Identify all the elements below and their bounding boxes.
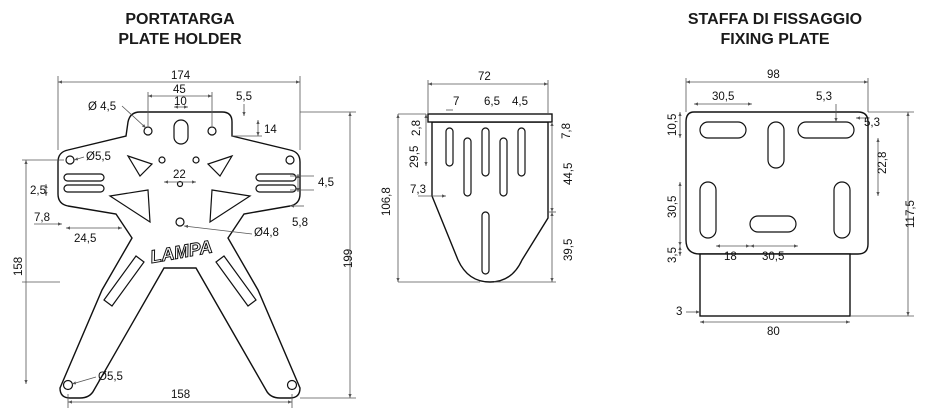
dim-3: 3	[676, 306, 682, 318]
dim-4-5-slot: 4,5	[318, 177, 334, 189]
center-hole	[175, 217, 185, 227]
side-hole-left	[65, 155, 75, 165]
top-right-slot	[797, 121, 855, 139]
plate-holder-title-it: PORTATARGA	[125, 11, 235, 28]
fixing-plate-outline	[685, 111, 869, 255]
side-slot-left-1	[63, 173, 105, 182]
fixing-plate-title-en: FIXING PLATE	[720, 31, 830, 48]
dim-5-3-top: 5,3	[816, 91, 832, 103]
dim-7: 7	[453, 96, 459, 108]
left-vertical-slot	[699, 181, 717, 239]
dim-29-5: 29,5	[409, 146, 421, 168]
dim-18: 18	[724, 251, 737, 263]
side-view-drawing: 72 7 6,5 4,5 2,8 29,5 106,8 7,3 7,8 44,5…	[381, 71, 575, 283]
dim-30-5-bottom: 30,5	[762, 251, 784, 263]
dim-7-8-side: 7,8	[561, 123, 573, 139]
dim-d5-5-foot: Ø5,5	[98, 371, 123, 383]
dim-45: 45	[173, 84, 186, 96]
dim-80: 80	[767, 326, 780, 338]
leg-slot-left	[103, 255, 145, 307]
dim-44-5: 44,5	[563, 163, 575, 185]
upper-triangle-left	[126, 154, 154, 177]
lower-cutout-right	[209, 189, 252, 224]
dim-7-8: 7,8	[34, 212, 50, 224]
dim-7-3: 7,3	[410, 184, 426, 196]
dim-6-5: 6,5	[484, 96, 500, 108]
dim-72: 72	[478, 71, 491, 83]
dim-10: 10	[174, 96, 187, 108]
dim-d4-8: Ø4,8	[254, 227, 279, 239]
center-slot	[173, 119, 189, 145]
leg-slot-right	[215, 255, 257, 307]
dim-106-8: 106,8	[381, 187, 393, 216]
dim-2-8: 2,8	[411, 120, 423, 136]
small-hole-center-right	[192, 156, 200, 164]
mount-hole-left	[143, 126, 153, 136]
upper-triangle-right	[206, 154, 234, 177]
side-slot-right-1	[255, 173, 297, 182]
dim-158-vertical: 158	[13, 257, 25, 276]
foot-hole-right	[286, 379, 298, 391]
dim-24-5: 24,5	[74, 233, 96, 245]
lower-cutout-left	[108, 189, 151, 224]
dim-30-5-left: 30,5	[667, 196, 679, 218]
side-slot-2	[463, 137, 472, 197]
fixing-plate-title-it: STAFFA DI FISSAGGIO	[687, 11, 863, 28]
dim-30-5-top: 30,5	[712, 91, 734, 103]
dim-d5-5-side: Ø5,5	[86, 151, 111, 163]
top-left-slot	[699, 121, 747, 139]
dim-22-8: 22,8	[877, 152, 889, 174]
dim-5-3-side: 5,3	[864, 117, 880, 129]
side-slot-left-2	[63, 184, 105, 193]
center-vertical-slot	[767, 121, 785, 169]
dim-98: 98	[767, 69, 780, 81]
side-slot-5	[517, 127, 526, 177]
small-hole-center-left	[158, 156, 166, 164]
dim-10-5: 10,5	[667, 114, 679, 136]
side-view-top-bar	[427, 113, 553, 123]
bottom-center-slot	[749, 215, 797, 233]
dim-4-5-side: 4,5	[512, 96, 528, 108]
fixing-plate-drawing: 98 30,5 5,3 5,3 10,5 22,8 30,5 117,5 3,5…	[667, 69, 917, 338]
dim-5-8: 5,8	[292, 217, 308, 229]
dim-117-5: 117,5	[905, 200, 917, 228]
side-slot-1	[445, 127, 454, 167]
dim-174: 174	[171, 70, 191, 82]
plate-holder-title-en: PLATE HOLDER	[118, 31, 242, 48]
dim-2-5: 2,5	[30, 185, 46, 197]
side-slot-3	[481, 127, 490, 177]
plate-holder-title: PORTATARGA PLATE HOLDER	[80, 10, 280, 50]
dim-158-horizontal: 158	[171, 389, 190, 401]
plate-holder-drawing: LAMPA 174 45 10 Ø 4,5 5,5 14 Ø5,5 22 158…	[13, 70, 356, 408]
side-slot-right-2	[255, 184, 297, 193]
mount-hole-right	[207, 126, 217, 136]
dim-14: 14	[264, 124, 277, 136]
dim-d4-5: Ø 4,5	[88, 101, 116, 113]
fixing-plate-title: STAFFA DI FISSAGGIO FIXING PLATE	[640, 10, 910, 50]
dim-3-5: 3,5	[667, 247, 679, 263]
foot-hole-left	[62, 379, 74, 391]
side-slot-4	[499, 137, 508, 197]
fixing-plate-bottom-lip	[699, 253, 851, 317]
right-vertical-slot	[833, 181, 851, 239]
side-hole-right	[285, 155, 295, 165]
dim-39-5: 39,5	[563, 239, 575, 261]
dim-199: 199	[343, 249, 355, 268]
side-slot-lower	[481, 211, 490, 275]
dim-5-5: 5,5	[236, 91, 252, 103]
dim-22: 22	[173, 169, 186, 181]
